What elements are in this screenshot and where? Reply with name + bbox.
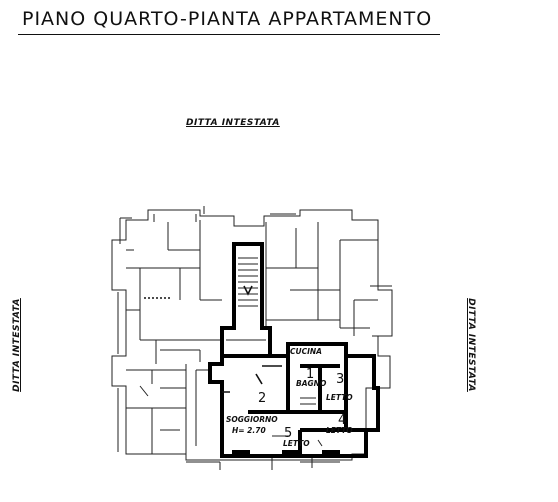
- number-soggiorno: 2: [258, 391, 266, 406]
- upper-left-unit: [126, 206, 222, 364]
- building-outline: [111, 209, 393, 461]
- number-bagno: 1: [306, 367, 314, 382]
- label-soggiorno-height: H= 2.70: [232, 426, 266, 435]
- label-bagno: BAGNO: [296, 379, 327, 388]
- upper-right-unit: [265, 209, 392, 337]
- label-soggiorno: SOGGIORNO: [226, 415, 278, 424]
- label-letto5: LETTO: [283, 439, 310, 448]
- number-letto5: 5: [284, 426, 292, 441]
- balcony-bits: [186, 458, 340, 470]
- room-labels: CUCINA BAGNO 1 3 LETTO 2 SOGGIORNO H= 2.…: [226, 347, 353, 448]
- lower-left-unit: [126, 364, 212, 454]
- label-letto4: LETTO: [326, 426, 353, 435]
- number-letto4: 4: [338, 413, 346, 428]
- neighbor-label-top: DITTA INTESTATA: [186, 118, 280, 128]
- sheet-title: PIANO QUARTO-PIANTA APPARTAMENTO: [22, 8, 433, 30]
- subject-apartment: [208, 342, 380, 458]
- stairwell: [220, 242, 272, 358]
- number-letto3: 3: [336, 372, 344, 387]
- title-underline: [18, 34, 440, 35]
- label-cucina: CUCINA: [290, 347, 322, 356]
- label-letto3: LETTO: [326, 393, 353, 402]
